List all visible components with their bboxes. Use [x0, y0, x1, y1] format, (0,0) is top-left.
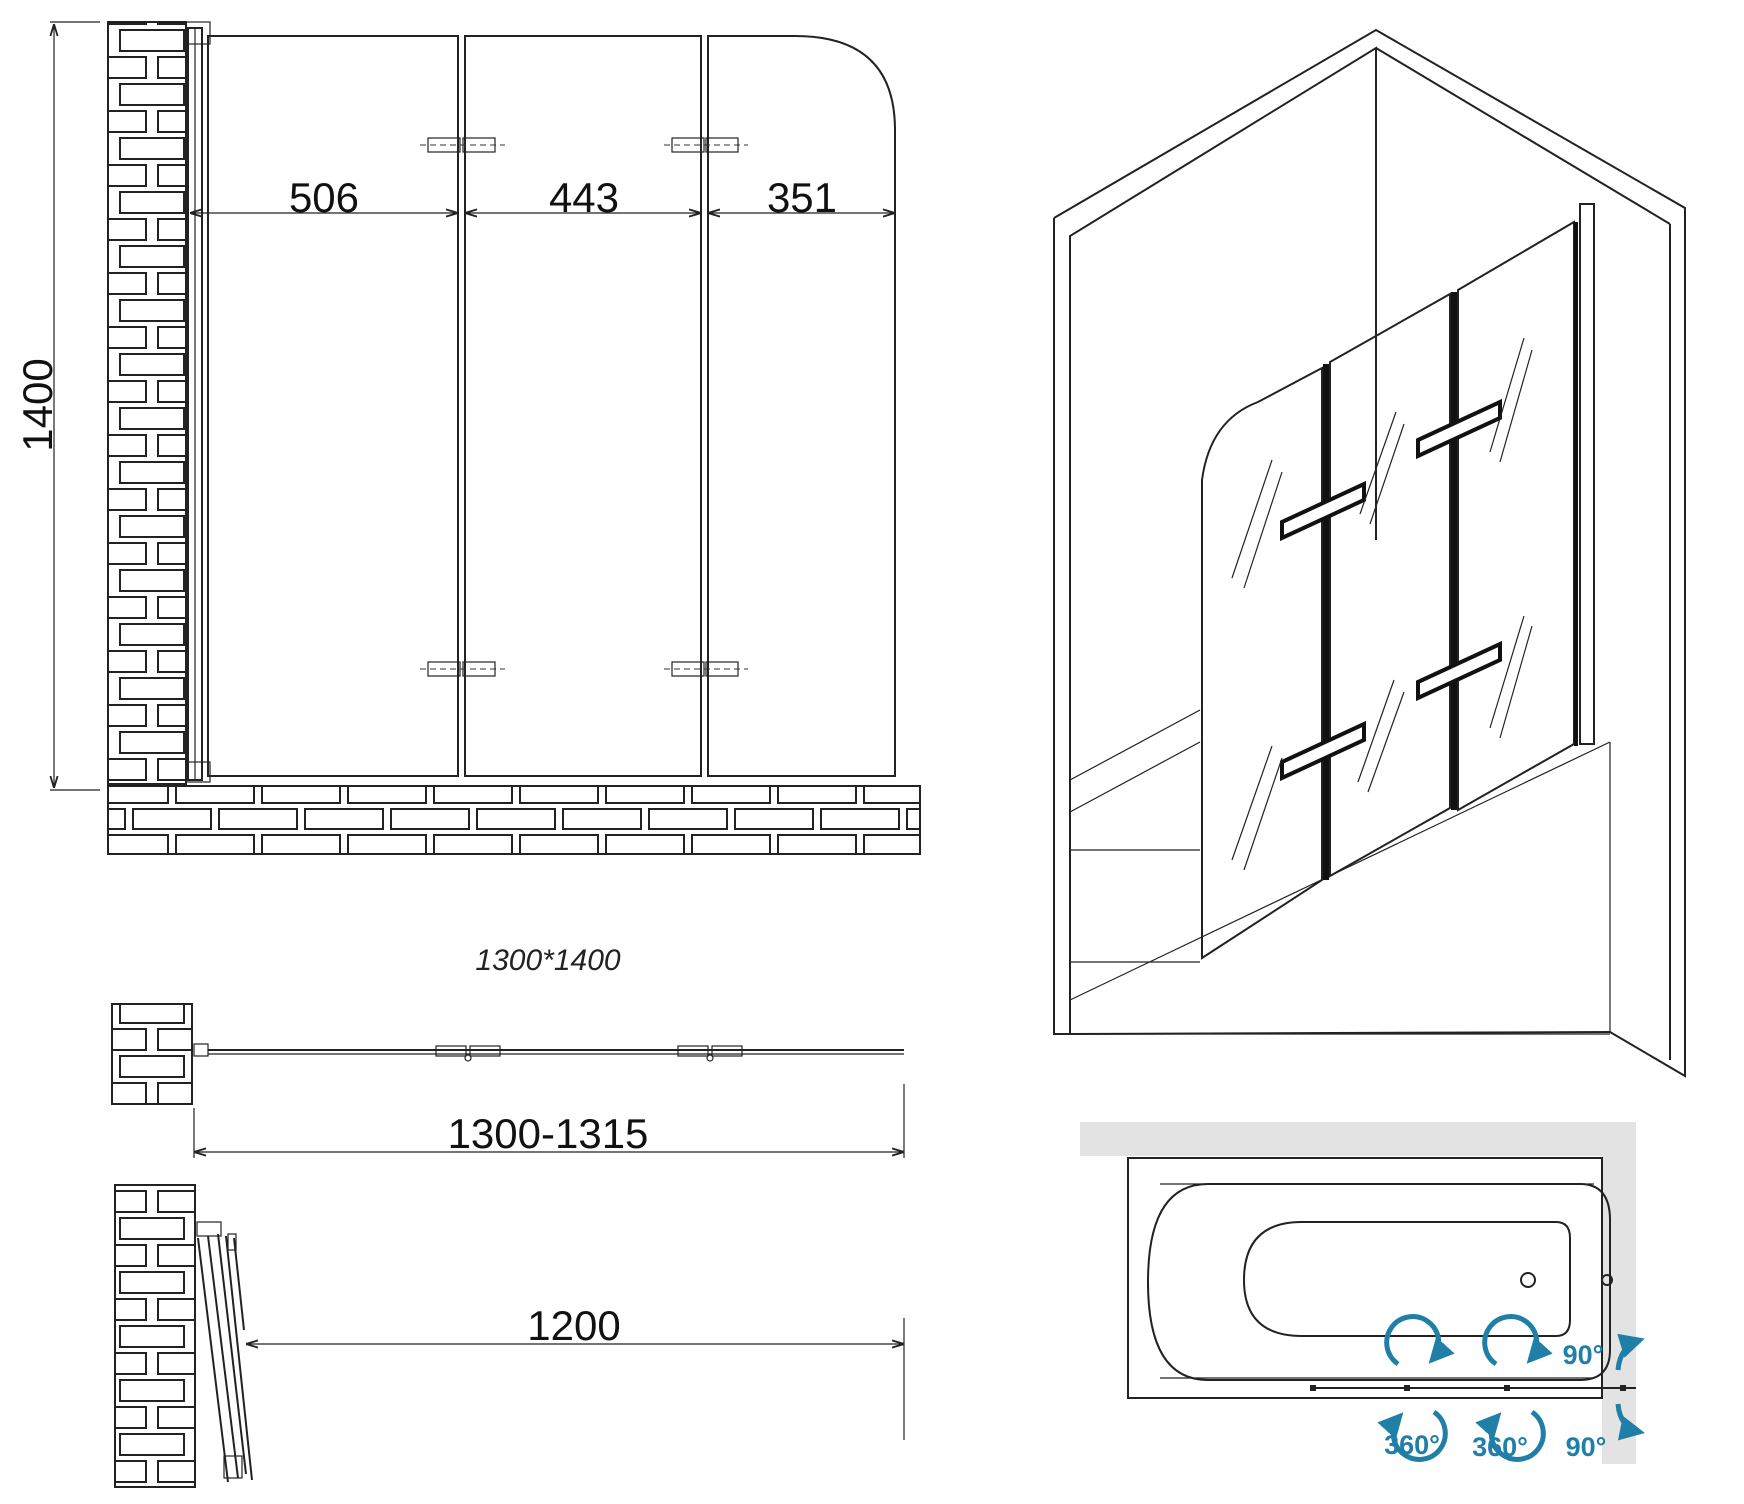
folded-wall-bricks [114, 1184, 196, 1488]
glass-panel-3 [707, 35, 896, 777]
screen-panel-left [1201, 366, 1323, 960]
size-caption: 1300*1400 [475, 944, 620, 977]
top-view: 1300-1315 [111, 1003, 905, 1158]
rotation-label-4: 90° [1566, 1432, 1607, 1462]
folded-view: 1200 [114, 1184, 905, 1488]
perspective-view [1053, 28, 1686, 1078]
rotation-plan: 360° 360° 90° 90° [1080, 1122, 1645, 1464]
screen-panel-mid [1329, 292, 1451, 878]
folded-clearance: 1200 [527, 1302, 620, 1349]
rotation-arrows [1377, 1314, 1645, 1462]
rotation-label-1: 360° [1384, 1430, 1440, 1460]
folded-panels [197, 1233, 253, 1483]
top-wall-bricks [111, 1003, 193, 1105]
wall-bricks [107, 21, 187, 785]
screen-panel-right [1457, 220, 1575, 812]
panel-width-3: 351 [767, 174, 837, 221]
rotation-label-3: 90° [1563, 1340, 1604, 1370]
drain [1520, 1272, 1536, 1288]
tub-outer [1146, 1183, 1611, 1381]
front-view: 506 443 351 1400 [14, 21, 921, 855]
hinges-front [420, 137, 748, 677]
bathtub [1069, 709, 1611, 1032]
panel-width-2: 443 [549, 174, 619, 221]
panel-height: 1400 [14, 358, 61, 451]
glass-reflections [1231, 337, 1533, 871]
width-range: 1300-1315 [448, 1110, 649, 1157]
floor-bricks [107, 785, 921, 855]
panel-width-1: 506 [289, 174, 359, 221]
plan-walls [1080, 1122, 1637, 1464]
rotation-label-2: 360° [1472, 1432, 1528, 1462]
screen-hinges [1280, 398, 1502, 782]
tub-inner [1242, 1221, 1571, 1337]
glass-panel-1 [207, 35, 459, 777]
glass-panel-2 [464, 35, 702, 777]
